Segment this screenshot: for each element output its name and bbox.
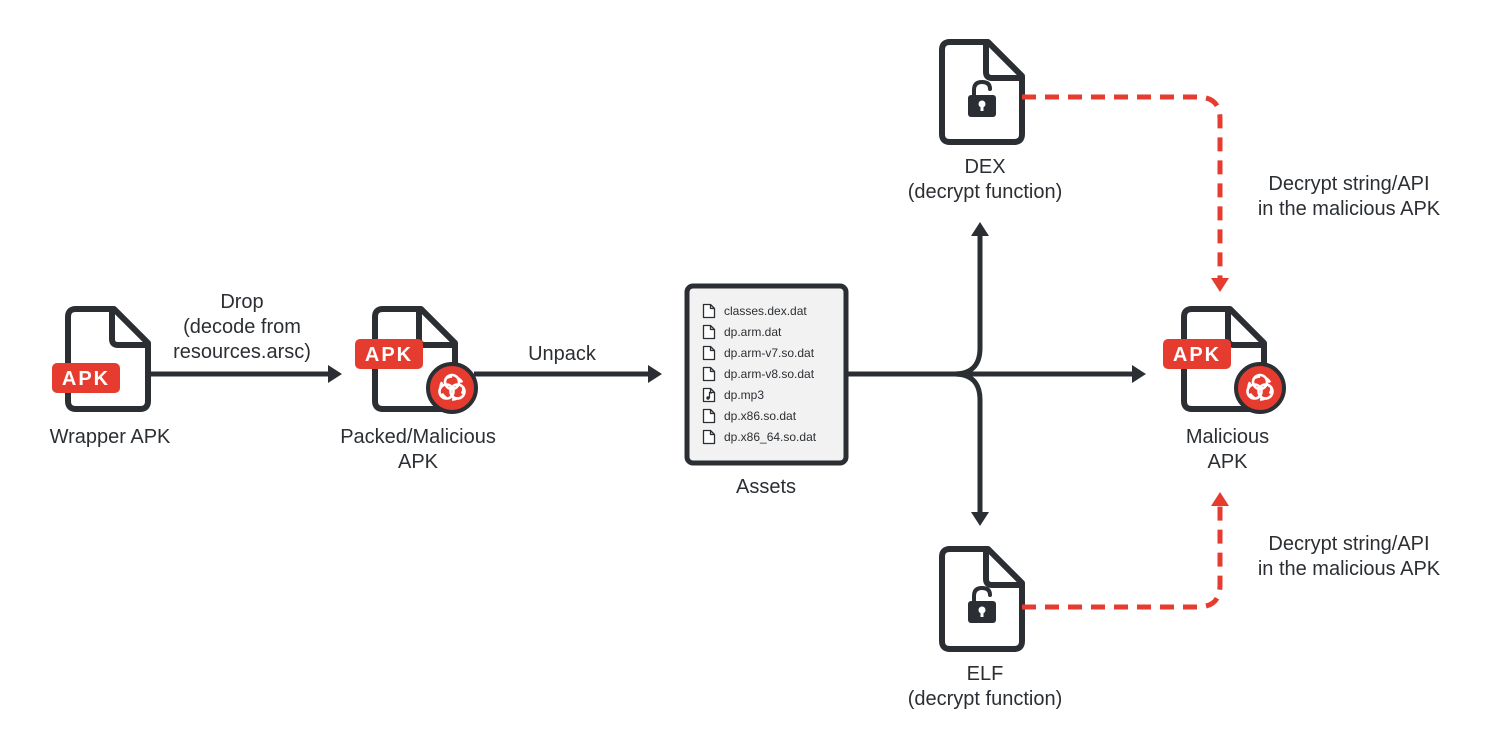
malicious-apk-label-line-2: APK	[1207, 451, 1248, 473]
drop-label-line-1: Drop	[220, 291, 264, 313]
asset-file-item: classes.dex.dat	[702, 300, 842, 321]
arrowhead-to-elf	[971, 512, 989, 526]
assets-label: Assets	[735, 476, 797, 498]
malicious-apk-label: Malicious APK	[1145, 425, 1310, 475]
dex-label-line-2: (decrypt function)	[907, 181, 1063, 203]
elf-file-icon	[942, 549, 1022, 649]
asset-file-item: dp.arm-v7.so.dat	[702, 342, 842, 363]
asset-file-name: dp.x86_64.so.dat	[724, 429, 817, 444]
elf-label-line-2: (decrypt function)	[907, 688, 1063, 710]
dex-decrypt-edge-label: Decrypt string/API in the malicious APK	[1234, 172, 1464, 222]
packed-apk-icon	[355, 309, 478, 414]
elf-decrypt-dashed-arrow	[1022, 492, 1229, 610]
dex-decrypt-label-line-2: in the malicious APK	[1257, 198, 1441, 220]
drop-label-line-3: resources.arsc)	[173, 341, 311, 363]
packed-apk-label: Packed/Malicious APK	[318, 425, 518, 475]
drop-label-line-2: (decode from	[183, 316, 301, 338]
elf-label-line-1: ELF	[966, 663, 1004, 685]
file-icon	[702, 303, 716, 318]
elf-decrypt-edge-label: Decrypt string/API in the malicious APK	[1234, 532, 1464, 582]
dex-label: DEX (decrypt function)	[885, 155, 1085, 205]
file-icon	[702, 324, 716, 339]
assets-file-list: classes.dex.dat dp.arm.dat dp.arm-v7.so.…	[702, 300, 842, 447]
arrowhead-to-dex	[971, 222, 989, 236]
file-icon	[702, 366, 716, 381]
wrapper-apk-icon	[52, 309, 148, 409]
asset-file-item: dp.mp3	[702, 384, 842, 405]
asset-file-item: dp.arm.dat	[702, 321, 842, 342]
asset-file-name: dp.arm.dat	[724, 324, 782, 339]
malicious-apk-label-line-1: Malicious	[1185, 426, 1270, 448]
packed-apk-label-line-1: Packed/Malicious	[340, 426, 496, 448]
arrowhead-to-malicious-apk	[1132, 365, 1146, 383]
biohazard-icon	[426, 362, 478, 414]
file-icon	[702, 408, 716, 423]
file-icon	[702, 345, 716, 360]
music-file-icon	[702, 387, 716, 402]
unpack-arrow	[474, 365, 662, 383]
asset-file-item: dp.arm-v8.so.dat	[702, 363, 842, 384]
asset-file-name: dp.arm-v7.so.dat	[724, 345, 815, 360]
dex-decrypt-label-line-1: Decrypt string/API	[1268, 173, 1430, 195]
asset-file-name: dp.x86.so.dat	[724, 408, 797, 423]
drop-edge-label: Drop (decode from resources.arsc)	[152, 290, 332, 365]
asset-file-name: dp.mp3	[724, 387, 765, 402]
wrapper-apk-label: Wrapper APK	[49, 426, 171, 448]
elf-decrypt-label-line-2: in the malicious APK	[1257, 558, 1441, 580]
asset-file-item: dp.x86_64.so.dat	[702, 426, 842, 447]
file-icon	[702, 429, 716, 444]
asset-file-item: dp.x86.so.dat	[702, 405, 842, 426]
elf-label: ELF (decrypt function)	[885, 662, 1085, 712]
dex-file-icon	[942, 42, 1022, 142]
biohazard-icon	[1234, 362, 1286, 414]
elf-decrypt-label-line-1: Decrypt string/API	[1268, 533, 1430, 555]
packed-apk-label-line-2: APK	[397, 451, 439, 473]
malicious-apk-icon	[1163, 309, 1286, 414]
dex-decrypt-dashed-arrow	[1022, 94, 1229, 292]
drop-arrow	[151, 365, 342, 383]
asset-file-name: classes.dex.dat	[724, 303, 807, 318]
assets-branch-connector	[846, 236, 1134, 512]
asset-file-name: dp.arm-v8.so.dat	[724, 366, 815, 381]
unpack-edge-label: Unpack	[528, 343, 596, 365]
dex-label-line-1: DEX	[964, 156, 1006, 178]
